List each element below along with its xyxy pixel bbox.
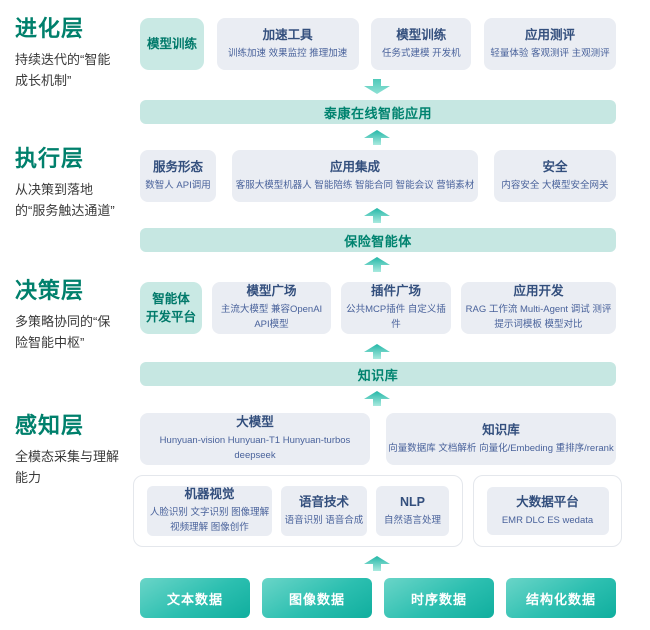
box-title: 大模型 xyxy=(236,415,274,430)
box-title: 知识库 xyxy=(482,422,520,437)
feature-box: 插件广场 公共MCP插件 自定义插件 xyxy=(341,282,451,334)
ai-capability-group: 机器视觉 人脸识别 文字识别 图像理解 视频理解 图像创作 语音技术 语音识别 … xyxy=(133,475,463,547)
data-source-box: 文本数据 xyxy=(140,578,250,618)
flow-arrow-up-icon xyxy=(364,556,390,571)
data-source-box: 时序数据 xyxy=(384,578,494,618)
flow-arrow-up-icon xyxy=(364,391,390,406)
box-title: 模型广场 xyxy=(246,284,297,299)
flow-arrow-down-icon xyxy=(364,79,390,94)
box-items: 主流大模型 兼容OpenAI API模型 xyxy=(220,304,323,331)
box-title: 加速工具 xyxy=(262,27,313,42)
box-items: 内容安全 大模型安全网关 xyxy=(501,179,609,191)
box-items: 训练加速 效果监控 推理加速 xyxy=(228,47,348,59)
layer-title: 执行层 xyxy=(15,146,85,171)
layer-description: 多策略协同的“保险智能中枢” xyxy=(15,314,111,351)
box-items: 向量数据库 文档解析 向量化/Embeding 重排序/rerank xyxy=(388,442,614,454)
box-items: 数智人 API调用 xyxy=(145,179,211,191)
layer-label-execution: 执行层 从决策到落地的“服务触达通道” xyxy=(15,146,127,221)
box-title: 安全 xyxy=(542,159,568,174)
banner-label: 知识库 xyxy=(357,367,399,383)
feature-box: 大模型 Hunyuan-vision Hunyuan-T1 Hunyuan-tu… xyxy=(140,413,370,465)
data-source-box: 结构化数据 xyxy=(506,578,616,618)
layer-description: 全模态采集与理解能力 xyxy=(15,449,120,486)
feature-box: 大数据平台 EMR DLC ES wedata xyxy=(486,487,609,535)
box-title: 插件广场 xyxy=(370,284,421,299)
box-items: 轻量体验 客观测评 主观测评 xyxy=(490,47,610,59)
layer-title: 进化层 xyxy=(15,16,85,41)
box-title: NLP xyxy=(400,494,425,509)
row-data-sources: 文本数据 图像数据 时序数据 结构化数据 xyxy=(140,578,616,618)
row-execution: 服务形态 数智人 API调用 应用集成 客服大模型机器人 智能陪练 智能合同 智… xyxy=(140,150,616,202)
layer-description: 从决策到落地的“服务触达通道” xyxy=(15,182,115,219)
feature-box: 应用集成 客服大模型机器人 智能陪练 智能合同 智能会议 营销素材 xyxy=(232,150,478,202)
box-title: 应用开发 xyxy=(513,284,564,299)
box-title: 服务形态 xyxy=(152,159,203,174)
box-title: 应用集成 xyxy=(329,159,380,174)
row-evolution: 模型训练 加速工具 训练加速 效果监控 推理加速 模型训练 任务式建模 开发机 … xyxy=(140,18,616,70)
bigdata-group: 大数据平台 EMR DLC ES wedata xyxy=(473,475,622,547)
flow-arrow-up-icon xyxy=(364,130,390,145)
box-title: 大数据平台 xyxy=(516,494,579,509)
flow-arrow-up-icon xyxy=(364,344,390,359)
box-title: 应用测评 xyxy=(524,27,575,42)
box-items: 客服大模型机器人 智能陪练 智能合同 智能会议 营销素材 xyxy=(235,179,475,191)
box-title: 模型训练 xyxy=(396,27,447,42)
box-title: 智能体 开发平台 xyxy=(145,291,196,324)
box-items: RAG 工作流 Multi-Agent 调试 测评 提示词模板 模型对比 xyxy=(465,304,612,331)
layer-title: 感知层 xyxy=(15,413,85,438)
feature-box: 应用开发 RAG 工作流 Multi-Agent 调试 测评 提示词模板 模型对… xyxy=(461,282,616,334)
box-title: 模型训练 xyxy=(146,36,197,51)
flow-arrow-up-icon xyxy=(364,257,390,272)
feature-box: 加速工具 训练加速 效果监控 推理加速 xyxy=(216,18,359,70)
layer-label-perception: 感知层 全模态采集与理解能力 xyxy=(15,413,127,488)
layer-description: 持续迭代的“智能成长机制” xyxy=(15,52,111,89)
box-title: 语音技术 xyxy=(298,494,349,509)
feature-box: 模型训练 任务式建模 开发机 xyxy=(371,18,472,70)
box-items: 人脸识别 文字识别 图像理解 视频理解 图像创作 xyxy=(149,507,270,534)
highlight-box: 智能体 开发平台 xyxy=(140,282,202,334)
row-decision: 智能体 开发平台 模型广场 主流大模型 兼容OpenAI API模型 插件广场 … xyxy=(140,282,616,334)
layer-label-evolution: 进化层 持续迭代的“智能成长机制” xyxy=(15,16,127,91)
feature-box: 模型广场 主流大模型 兼容OpenAI API模型 xyxy=(212,282,331,334)
box-items: 公共MCP插件 自定义插件 xyxy=(346,304,446,331)
row-perception-models: 大模型 Hunyuan-vision Hunyuan-T1 Hunyuan-tu… xyxy=(140,413,616,465)
banner-label: 保险智能体 xyxy=(344,233,412,249)
box-items: Hunyuan-vision Hunyuan-T1 Hunyuan-turbos… xyxy=(159,435,351,462)
banner-insurance-agent: 保险智能体 xyxy=(140,228,616,252)
box-items: 自然语言处理 xyxy=(383,514,441,526)
feature-box: 语音技术 语音识别 语音合成 xyxy=(281,486,367,536)
layer-title: 决策层 xyxy=(15,278,85,303)
feature-box: 知识库 向量数据库 文档解析 向量化/Embeding 重排序/rerank xyxy=(386,413,616,465)
feature-box: 应用测评 轻量体验 客观测评 主观测评 xyxy=(483,18,616,70)
banner-knowledge-base: 知识库 xyxy=(140,362,616,386)
highlight-box: 模型训练 xyxy=(140,18,204,70)
box-items: 任务式建模 开发机 xyxy=(381,47,461,59)
box-items: 语音识别 语音合成 xyxy=(284,514,364,526)
data-source-box: 图像数据 xyxy=(262,578,372,618)
feature-box: 服务形态 数智人 API调用 xyxy=(140,150,216,202)
feature-box: NLP 自然语言处理 xyxy=(376,486,449,536)
feature-box: 安全 内容安全 大模型安全网关 xyxy=(494,150,616,202)
layer-label-decision: 决策层 多策略协同的“保险智能中枢” xyxy=(15,278,127,353)
box-items: EMR DLC ES wedata xyxy=(501,514,594,526)
banner-label: 泰康在线智能应用 xyxy=(323,105,432,121)
box-title: 机器视觉 xyxy=(184,487,235,502)
banner-taikang-app: 泰康在线智能应用 xyxy=(140,100,616,124)
flow-arrow-up-icon xyxy=(364,208,390,223)
feature-box: 机器视觉 人脸识别 文字识别 图像理解 视频理解 图像创作 xyxy=(147,486,272,536)
